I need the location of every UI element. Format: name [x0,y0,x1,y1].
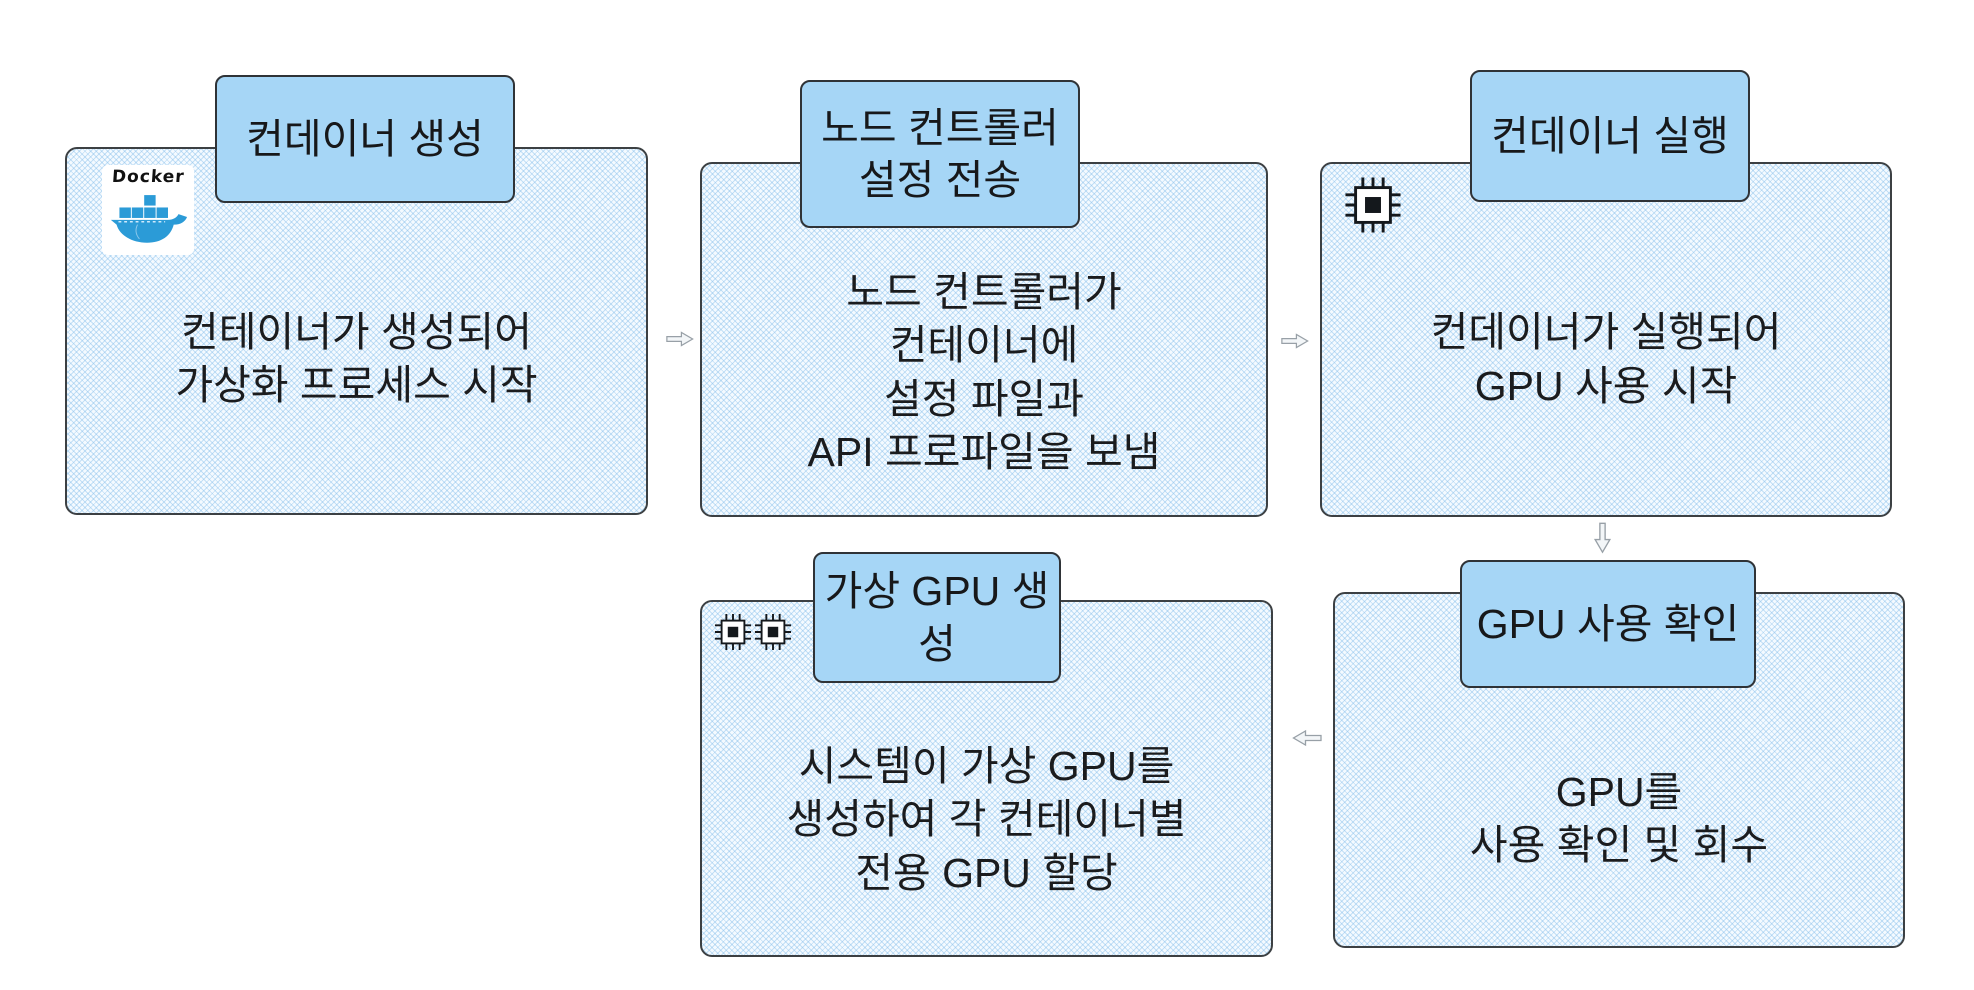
step-body-gpu-check: GPU를 사용 확인 및 회수 [1469,768,1769,868]
step-body-container-create: 컨테이너가 생성되어 가상화 프로세스 시작 [175,308,538,408]
step-title-node-controller: 노드 컨트롤러 설정 전송 [800,80,1080,228]
arrow-left-icon [1292,729,1322,747]
chip-icon-right [754,613,792,651]
step-body-node-controller: 노드 컨트롤러가 컨테이너에 설정 파일과 API 프로파일을 보냄 [807,268,1161,475]
docker-label: Docker [110,167,186,187]
step-title-container-create: 컨데이너 생성 [215,75,515,203]
step-body-vgpu-create: 시스템이 가상 GPU를 생성하여 각 컨테이너별 전용 GPU 할당 [786,743,1187,896]
step-panel-node-controller: 노드 컨트롤러가 컨테이너에 설정 파일과 API 프로파일을 보냄 [700,162,1268,517]
chip-icon [1345,177,1401,233]
step-panel-container-create: Docker 컨테이너가 생성되어 가상화 프로세스 시작 [65,147,648,515]
arrow-down-icon [1593,522,1612,554]
step-panel-container-run: 컨데이너가 실행되어 GPU 사용 시작 [1320,162,1892,517]
docker-icon: Docker [102,165,194,255]
arrow-right-icon [666,331,694,347]
arrow-right-icon [1281,333,1309,349]
step-title-gpu-check: GPU 사용 확인 [1460,560,1756,688]
chip-icon-left [714,613,752,651]
step-title-container-run: 컨데이너 실행 [1470,70,1750,202]
docker-whale-icon [110,195,188,243]
step-body-container-run: 컨데이너가 실행되어 GPU 사용 시작 [1430,309,1782,409]
step-title-vgpu-create: 가상 GPU 생성 [813,552,1061,683]
